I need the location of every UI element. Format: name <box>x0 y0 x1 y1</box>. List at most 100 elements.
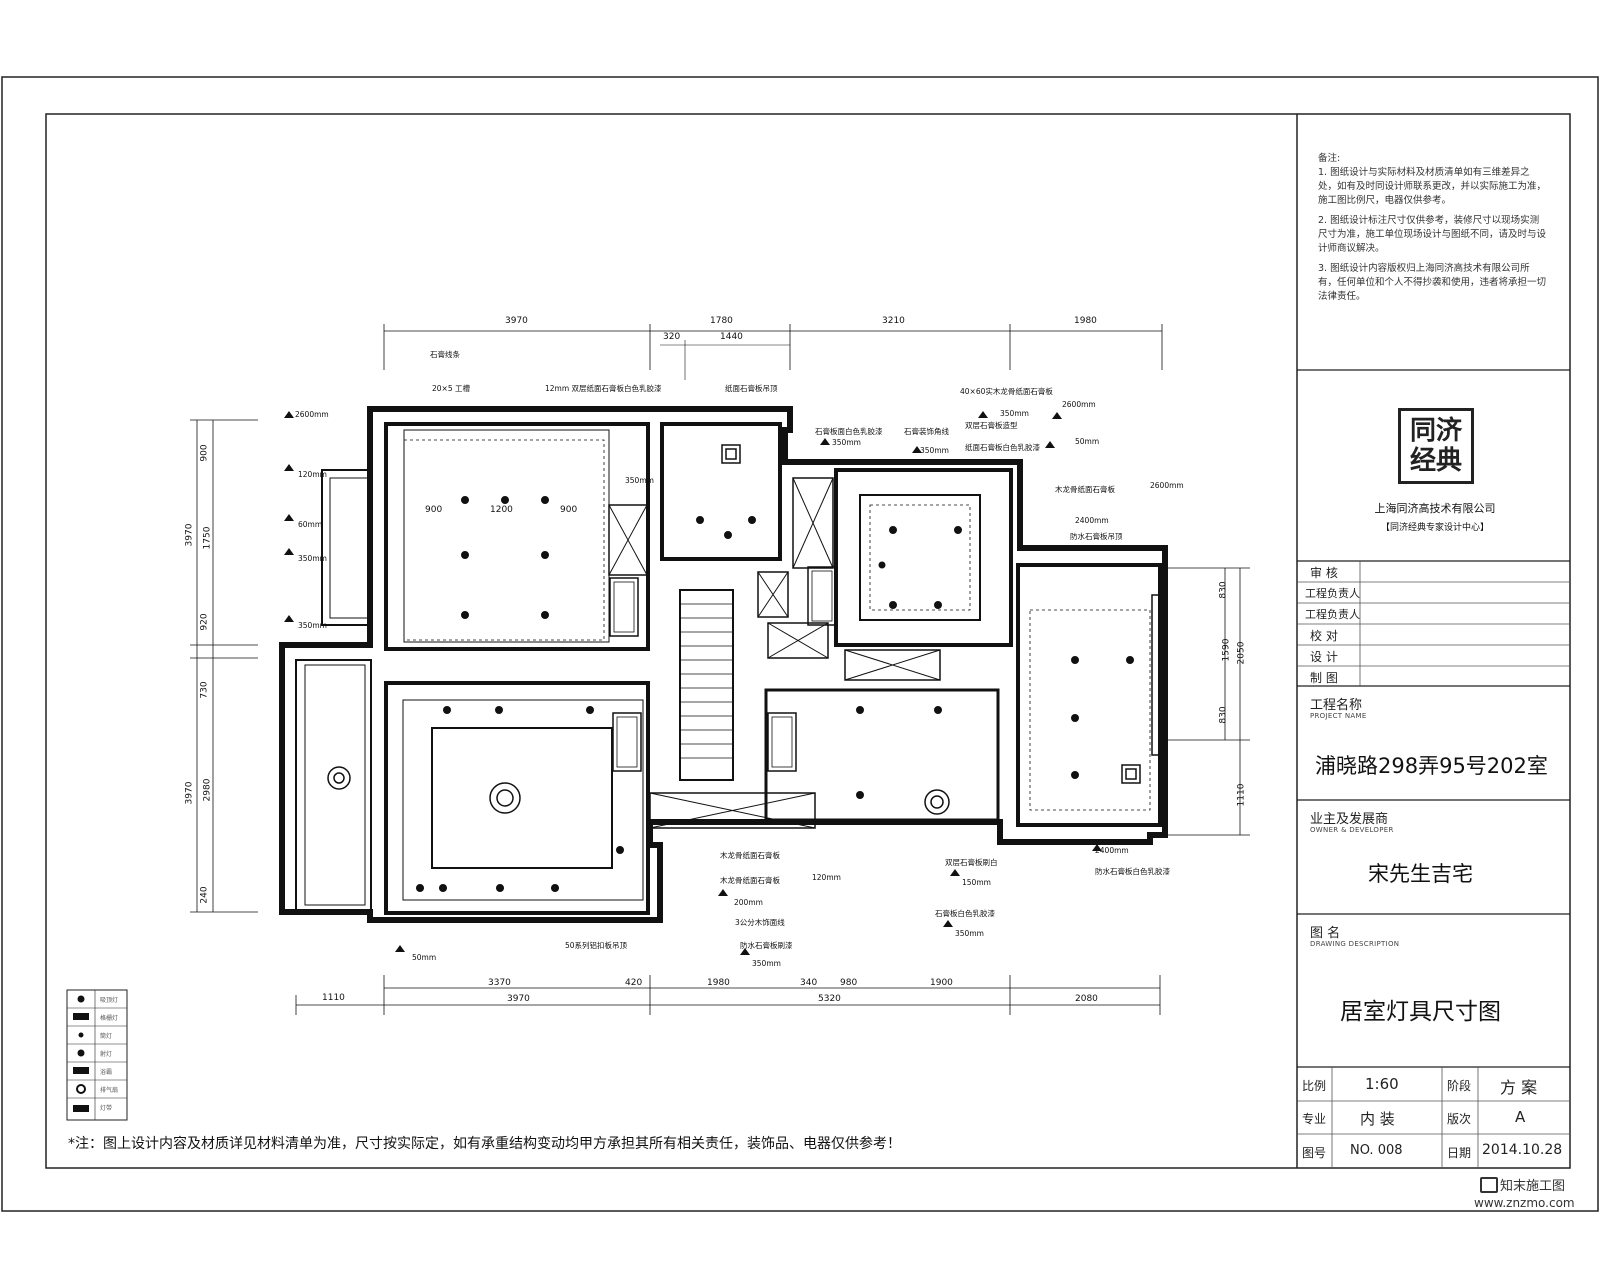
company-logo: 同济 经典 <box>1398 408 1474 484</box>
dim-top-2: 1780 <box>710 316 733 326</box>
level-label: 350mm <box>832 438 861 447</box>
inner-dim: 900 <box>560 505 578 515</box>
inner-frame <box>45 113 1571 1169</box>
watermark-url: www.znzmo.com <box>1474 1196 1575 1210</box>
legend-label: 射灯 <box>100 1051 113 1058</box>
annotation: 防水石膏板刷漆 <box>740 941 793 950</box>
revision-label: 版次 <box>1447 1112 1472 1126</box>
level-label: 150mm <box>962 878 991 887</box>
logo-line2: 经典 <box>1409 446 1462 476</box>
drawing-label: 图 名 <box>1310 926 1341 941</box>
dim-left-1: 3970 <box>184 523 195 547</box>
legend-label: 筒灯 <box>100 1033 113 1040</box>
dim-right-4: 830 <box>1218 706 1229 724</box>
dim-left-3: 1750 <box>202 526 213 550</box>
owner-label-en: OWNER & DEVELOPER <box>1310 826 1394 834</box>
dim-left-7: 2980 <box>202 778 213 802</box>
signoff-label: 工程负责人 <box>1305 587 1360 600</box>
level-label: 350mm <box>298 621 327 630</box>
company-center: 【同济经典专家设计中心】 <box>1380 523 1489 533</box>
legend-label: 吸顶灯 <box>100 997 119 1004</box>
drawing-no: NO. 008 <box>1350 1143 1403 1158</box>
annotation: 12mm 双层纸面石膏板白色乳胶漆 <box>545 384 662 393</box>
annotation: 20×5 工槽 <box>432 384 470 393</box>
inner-dim: 900 <box>425 505 443 515</box>
legend-label: 灯带 <box>100 1105 113 1112</box>
signoff-label: 工程负责人 <box>1305 608 1360 621</box>
dim-top-sub-1: 320 <box>663 332 681 342</box>
level-label: 350mm <box>920 446 949 455</box>
annotation: 防水石膏板吊顶 <box>1070 532 1123 541</box>
level-label: 350mm <box>298 554 327 563</box>
dim-left-4: 920 <box>199 613 210 631</box>
discipline-value: 内 装 <box>1360 1110 1395 1128</box>
date-label: 日期 <box>1447 1146 1472 1160</box>
project-name: 浦晓路298弄95号202室 <box>1315 754 1548 778</box>
dim-bottom-3: 420 <box>625 978 643 988</box>
signoff-label: 设 计 <box>1310 650 1338 664</box>
floor-plan <box>190 324 1250 1015</box>
level-label: 350mm <box>955 929 984 938</box>
dim-bottom-5: 340 <box>800 978 818 988</box>
notes-p2: 2. 图纸设计标注尺寸仅供参考，装修尺寸以现场实测尺寸为准，施工单位现场设计与图… <box>1318 215 1547 254</box>
dim-right-3: 1590 <box>1221 638 1232 662</box>
level-label: 60mm <box>298 520 323 529</box>
legend-label: 浴霸 <box>100 1069 113 1076</box>
dim-right-1: 830 <box>1218 581 1229 599</box>
level-label: 2400mm <box>1075 516 1109 525</box>
annotation: 石膏装饰角线 <box>904 427 949 436</box>
watermark-brand: 知末施工图 <box>1500 1179 1566 1194</box>
footnote: *注：图上设计内容及材质详见材料清单为准，尺寸按实际定，如有承重结构变动均甲方承… <box>68 1136 901 1152</box>
dim-left-2: 900 <box>199 444 210 462</box>
dim-bottom-10: 2080 <box>1075 994 1098 1004</box>
drawing-title: 居室灯具尺寸图 <box>1340 999 1501 1025</box>
dim-bottom-8: 3970 <box>507 994 530 1004</box>
annotation: 50系列铝扣板吊顶 <box>565 941 628 950</box>
annotation: 40×60实木龙骨纸面石膏板 <box>960 387 1053 396</box>
legend-box <box>66 989 128 1121</box>
date-value: 2014.10.28 <box>1482 1142 1563 1158</box>
annotation: 木龙骨纸面石膏板 <box>720 876 780 885</box>
dim-top-4: 1980 <box>1074 316 1097 326</box>
company-name: 上海同济高技术有限公司 <box>1374 502 1496 515</box>
annotation: 防水石膏板白色乳胶漆 <box>1095 867 1170 876</box>
annotation: 双层石膏板造型 <box>965 421 1018 430</box>
discipline-label: 专业 <box>1302 1112 1327 1126</box>
dim-bottom-6: 980 <box>840 978 858 988</box>
annotation: 石膏板面白色乳胶漆 <box>815 427 883 436</box>
signoff-label: 制 图 <box>1310 671 1338 685</box>
annotation: 纸面石膏板吊顶 <box>725 384 778 393</box>
annotation: 石膏板白色乳胶漆 <box>935 909 995 918</box>
level-label: 200mm <box>734 898 763 907</box>
legend-label: 格栅灯 <box>100 1015 119 1022</box>
level-label: 2600mm <box>295 410 329 419</box>
revision-value: A <box>1515 1108 1526 1126</box>
scale-label: 比例 <box>1302 1079 1327 1093</box>
annotation: 纸面石膏板白色乳胶漆 <box>965 443 1040 452</box>
annotation: 双层石膏板刷白 <box>945 858 998 867</box>
annotation: 3公分木饰面线 <box>735 918 785 927</box>
owner-name: 宋先生吉宅 <box>1368 862 1473 886</box>
inner-dim: 1200 <box>490 505 513 515</box>
notes-block: 备注: 1. 图纸设计与实际材料及材质清单如有三维差异之处，如有及时同设计师联系… <box>1318 152 1548 304</box>
level-label: 350mm <box>752 959 781 968</box>
level-label: 120mm <box>812 873 841 882</box>
notes-title: 备注: <box>1318 153 1341 164</box>
legend-label: 排气扇 <box>100 1087 119 1094</box>
outer-frame <box>1 76 1599 1212</box>
annotation: 木龙骨纸面石膏板 <box>1055 485 1115 494</box>
dim-right-2: 2050 <box>1236 641 1247 665</box>
owner-label: 业主及发展商 <box>1310 812 1389 827</box>
lights <box>416 496 1134 892</box>
level-label: 120mm <box>298 470 327 479</box>
stage-value: 方 案 <box>1500 1078 1538 1097</box>
brand-icon <box>1480 1177 1498 1193</box>
level-label: 50mm <box>412 953 437 962</box>
dim-top-1: 3970 <box>505 316 528 326</box>
signoff-label: 校 对 <box>1310 629 1338 643</box>
level-markers <box>284 411 1102 955</box>
scale-value: 1:60 <box>1365 1075 1399 1093</box>
level-label: 350mm <box>1000 409 1029 418</box>
dim-bottom-2: 3370 <box>488 978 511 988</box>
drawing-no-label: 图号 <box>1302 1146 1327 1160</box>
